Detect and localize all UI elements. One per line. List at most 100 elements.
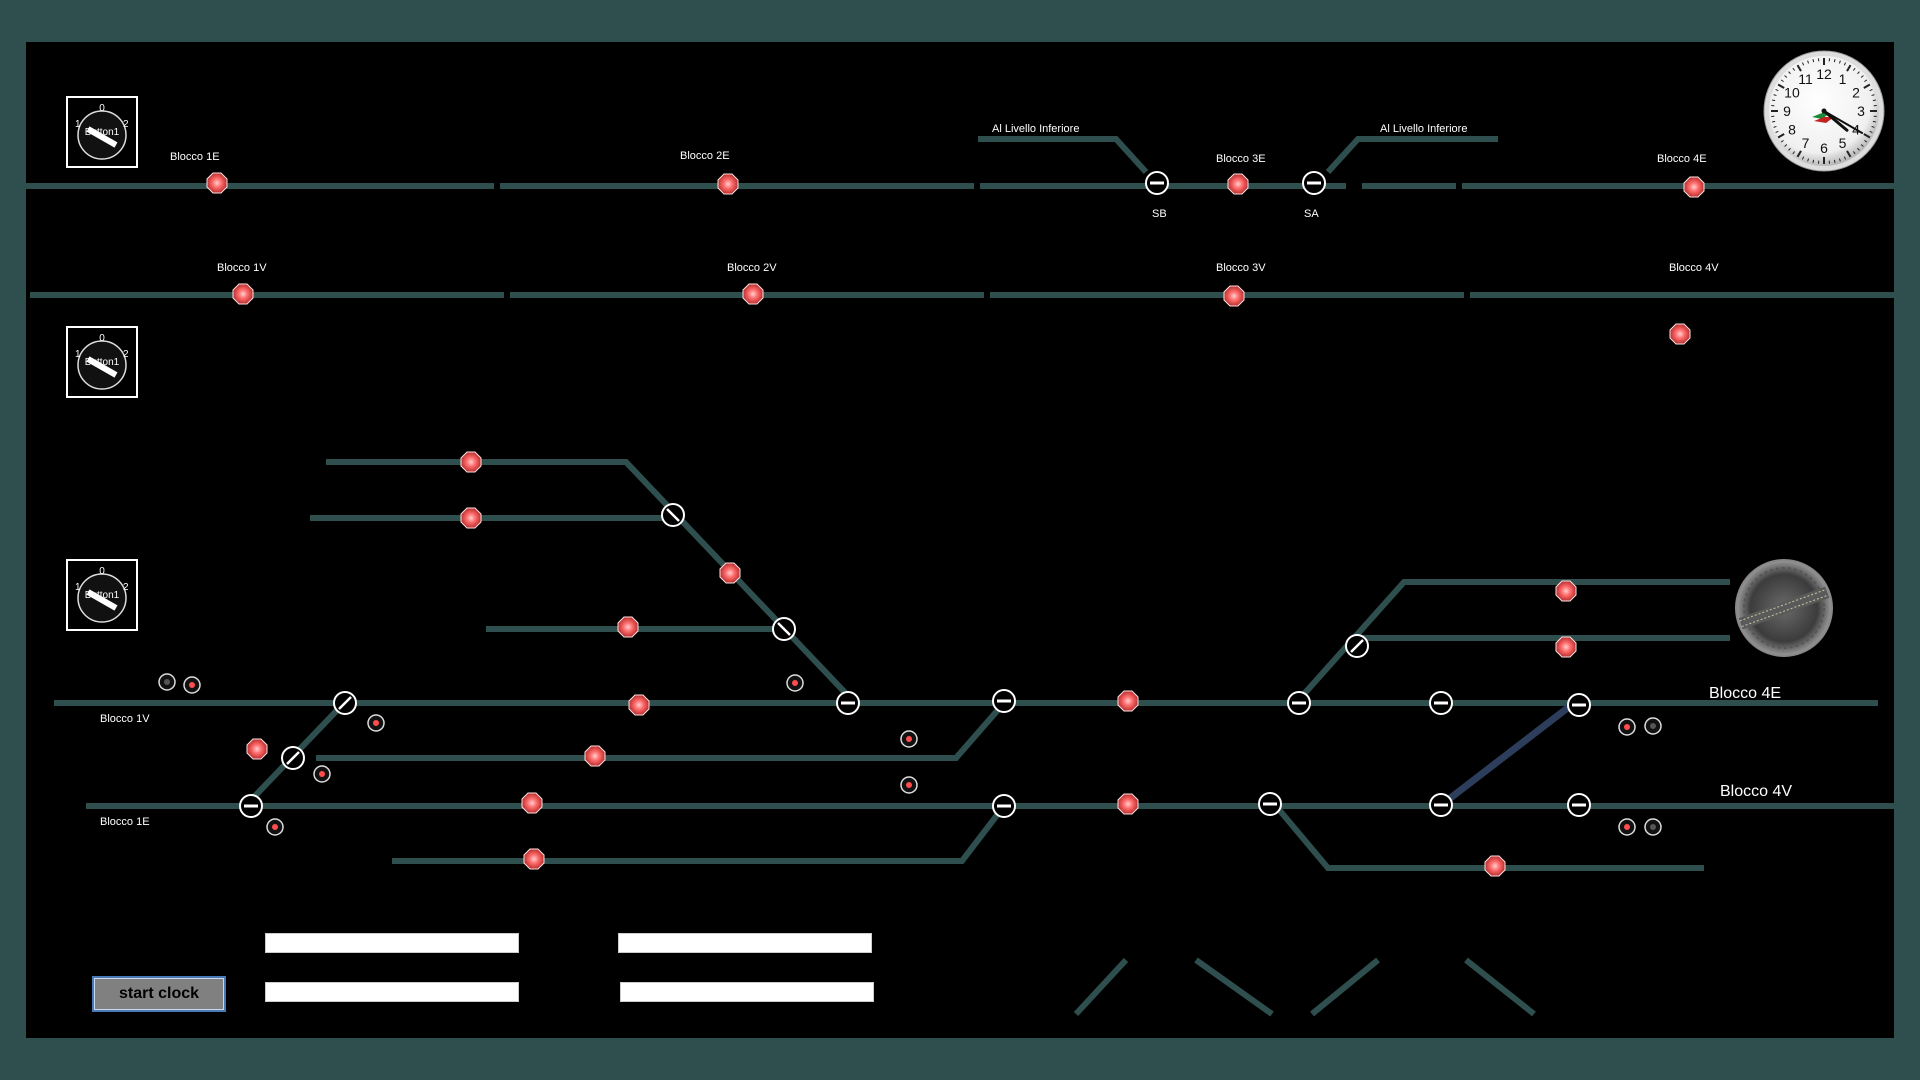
switch-diverge-icon[interactable] — [1345, 634, 1369, 658]
clock-numeral: 9 — [1783, 103, 1791, 119]
clock-tick — [1780, 79, 1784, 83]
clock-tick — [1860, 75, 1864, 78]
selector-pos-0: 0 — [99, 103, 105, 114]
dwarf-signal-red-icon — [367, 714, 385, 732]
clock-tick — [1872, 99, 1876, 102]
clock-tick — [1788, 147, 1791, 151]
control-panel: Blocco 1E Blocco 2E Blocco 3E Blocco 4E … — [26, 42, 1894, 1038]
station-tracks — [54, 459, 1894, 1017]
clock-numeral: 10 — [1784, 85, 1800, 101]
clock-tick — [1796, 150, 1802, 158]
clock-tick — [1807, 158, 1810, 162]
signal-icon — [1223, 285, 1245, 307]
switch-straight-icon[interactable] — [1429, 793, 1453, 817]
clock-tick — [1801, 156, 1805, 160]
switch-straight-icon[interactable] — [1145, 171, 1169, 195]
switch-straight-icon[interactable] — [1567, 793, 1591, 817]
signal-icon — [1669, 323, 1691, 345]
switch-straight-icon[interactable] — [1287, 691, 1311, 715]
signal-icon — [206, 172, 228, 194]
clock-tick — [1812, 59, 1815, 63]
signal-icon — [232, 283, 254, 305]
clock-tick — [1772, 120, 1776, 123]
text-field-1[interactable] — [265, 933, 519, 953]
label-al-livello-right: Al Livello Inferiore — [1380, 123, 1467, 135]
clock-tick — [1773, 125, 1777, 128]
text-field-2[interactable] — [618, 933, 872, 953]
start-clock-button[interactable]: start clock — [92, 976, 226, 1012]
label-blocco-3v: Blocco 3V — [1216, 262, 1266, 274]
clock-tick — [1857, 147, 1860, 151]
track-switches[interactable] — [239, 171, 1591, 818]
signal-icon — [584, 745, 606, 767]
signal-icon — [246, 738, 268, 760]
clock-tick — [1777, 83, 1785, 89]
switch-straight-icon[interactable] — [992, 689, 1016, 713]
analog-clock: 121234567891011 — [1763, 50, 1885, 172]
switch-diverge-icon[interactable] — [772, 617, 796, 641]
switch-diverge-icon[interactable] — [333, 691, 357, 715]
label-blocco-3e: Blocco 3E — [1216, 153, 1266, 165]
clock-tick — [1801, 62, 1805, 66]
label-station-blocco-4v: Blocco 4V — [1720, 783, 1792, 800]
clock-tick — [1784, 75, 1788, 78]
signal-lamps — [206, 172, 1705, 877]
switch-straight-icon[interactable] — [1302, 171, 1326, 195]
clock-tick — [1863, 83, 1871, 89]
clock-tick — [1871, 94, 1875, 97]
label-sb: SB — [1152, 208, 1167, 220]
clock-tick — [1780, 139, 1784, 143]
railway-logo-icon — [1812, 113, 1834, 123]
switch-straight-icon[interactable] — [1258, 792, 1282, 816]
signal-icon — [617, 616, 639, 638]
label-station-blocco-4e: Blocco 4E — [1709, 685, 1781, 702]
text-field-4[interactable] — [620, 982, 874, 1002]
selector-pos-1: 1 — [75, 349, 81, 360]
track-diagram: Blocco 1E Blocco 2E Blocco 3E Blocco 4E … — [26, 50, 1894, 1017]
top-track-row-1 — [26, 136, 1894, 189]
turntable-icon[interactable] — [1735, 559, 1833, 657]
switch-diverge-icon[interactable] — [661, 503, 685, 527]
dwarf-signal-dark-icon — [1644, 818, 1662, 836]
selector-pos-0: 0 — [99, 333, 105, 344]
switch-straight-icon[interactable] — [992, 794, 1016, 818]
signal-icon — [1555, 636, 1577, 658]
switch-straight-icon[interactable] — [1567, 693, 1591, 717]
label-sa: SA — [1304, 208, 1319, 220]
label-blocco-4v: Blocco 4V — [1669, 262, 1719, 274]
switch-diverge-icon[interactable] — [281, 746, 305, 770]
clock-numeral: 12 — [1816, 66, 1832, 82]
label-blocco-2v: Blocco 2V — [727, 262, 777, 274]
dwarf-signal-red-icon — [183, 676, 201, 694]
clock-numeral: 5 — [1839, 135, 1847, 151]
clock-tick — [1869, 88, 1873, 92]
dwarf-signal-red-icon — [1618, 818, 1636, 836]
dwarf-signal-red-icon — [786, 674, 804, 692]
clock-tick — [1807, 60, 1810, 64]
clock-numeral: 1 — [1839, 71, 1847, 87]
signal-icon — [1484, 855, 1506, 877]
selector-pos-2: 2 — [123, 582, 129, 593]
signal-icon — [1117, 793, 1139, 815]
clock-tick — [1833, 59, 1836, 63]
selector-switch[interactable]: 0 1 2 Button1 — [66, 326, 138, 398]
switch-straight-icon[interactable] — [239, 794, 263, 818]
signal-icon — [523, 848, 545, 870]
switch-straight-icon[interactable] — [836, 691, 860, 715]
clock-tick — [1792, 151, 1796, 155]
label-station-blocco-1e: Blocco 1E — [100, 816, 150, 828]
selector-pos-0: 0 — [99, 566, 105, 577]
clock-tick — [1846, 64, 1852, 72]
selector-switch[interactable]: 0 1 2 Button1 — [66, 96, 138, 168]
selector-pos-1: 1 — [75, 119, 81, 130]
switch-straight-icon[interactable] — [1429, 691, 1453, 715]
signal-icon — [460, 451, 482, 473]
selector-switch[interactable]: 0 1 2 Button1 — [66, 559, 138, 631]
clock-numeral: 11 — [1798, 71, 1813, 87]
text-field-3[interactable] — [265, 982, 519, 1002]
clock-tick — [1864, 139, 1868, 143]
clock-tick — [1775, 88, 1779, 92]
clock-tick — [1777, 133, 1785, 139]
clock-tick — [1843, 62, 1847, 66]
clock-tick — [1772, 99, 1776, 102]
